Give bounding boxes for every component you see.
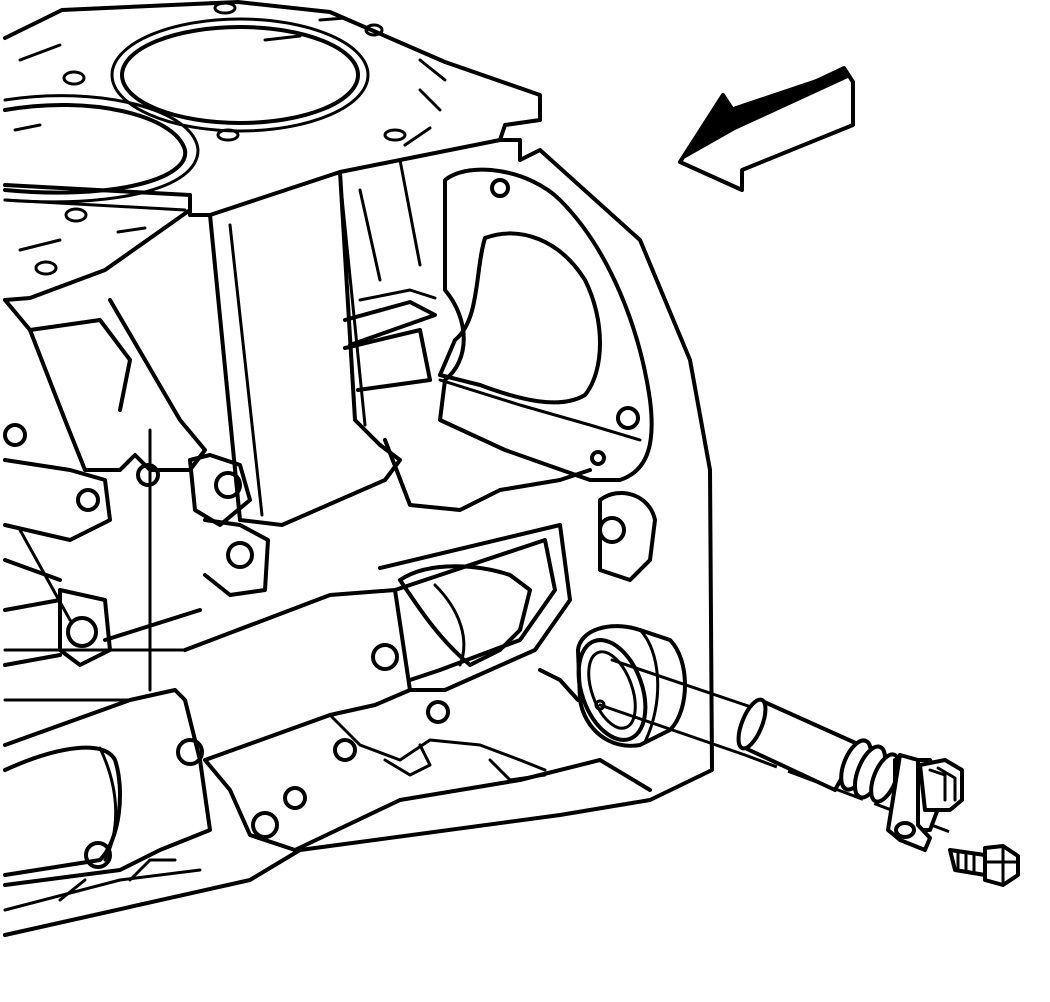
retaining-bolt xyxy=(948,844,1020,887)
cylinder-bore-1 xyxy=(120,25,360,125)
direction-arrow-icon xyxy=(678,66,855,192)
insertion-guide-lines xyxy=(598,658,951,834)
sensor xyxy=(736,697,964,852)
cylinder-bore-2 xyxy=(3,103,188,195)
mounting-boss xyxy=(538,624,687,748)
engine-block xyxy=(3,0,714,937)
